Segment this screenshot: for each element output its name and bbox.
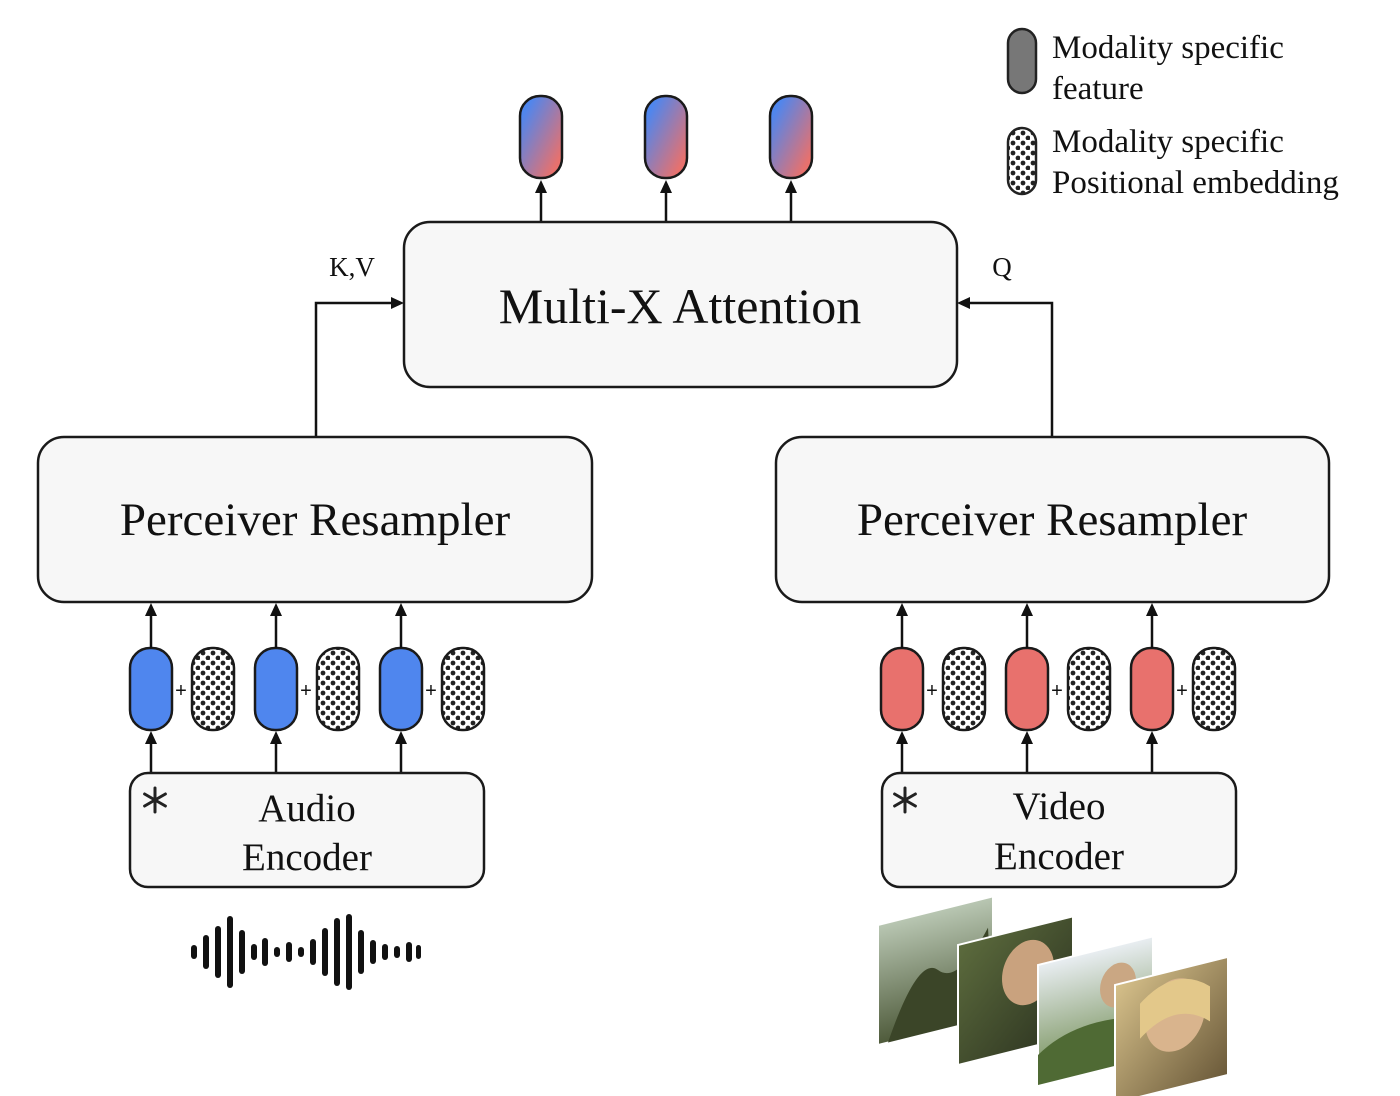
q-label: Q: [992, 252, 1012, 282]
audio-feature-token: [378, 646, 424, 732]
multi-x-attention-block: [402, 220, 959, 389]
video-encoder-label-1: Video: [1013, 785, 1106, 828]
output-token: [643, 94, 689, 180]
video-tokens: + + +: [879, 603, 1237, 773]
video-encoder-label-2: Encoder: [994, 835, 1124, 878]
legend-feature-label-2: feature: [1052, 71, 1144, 107]
audio-perceiver-resampler: [36, 435, 594, 604]
legend-feature-label-1: Modality specific: [1052, 30, 1284, 66]
audio-positional-token: [190, 646, 236, 732]
audio-tokens: + + +: [128, 603, 486, 773]
audio-positional-token: [440, 646, 486, 732]
audio-positional-token: [315, 646, 361, 732]
legend-pos-swatch: [1006, 126, 1038, 196]
audio-encoder-label-2: Encoder: [242, 836, 372, 879]
video-positional-token: [941, 646, 987, 732]
snowflake-icon: [143, 786, 167, 814]
video-feature-token: [879, 646, 925, 732]
output-token: [768, 94, 814, 180]
attention-title: Multi-X Attention: [499, 278, 862, 334]
audio-encoder: [128, 771, 486, 889]
video-encoder: [880, 771, 1238, 889]
audio-encoder-label-1: Audio: [258, 787, 356, 830]
audio-feature-token: [253, 646, 299, 732]
plus-sign: +: [1176, 680, 1188, 702]
plus-sign: +: [926, 680, 938, 702]
video-perceiver-resampler: [774, 435, 1331, 604]
audio-resampler-label: Perceiver Resampler: [120, 494, 511, 546]
output-tokens: [518, 94, 814, 222]
q-connector: Q: [957, 252, 1054, 437]
kv-label: K,V: [329, 252, 375, 282]
plus-sign: +: [175, 680, 187, 702]
kv-connector: K,V: [314, 252, 404, 437]
snowflake-icon: [893, 786, 917, 814]
legend-pos-label-2: Positional embedding: [1052, 165, 1339, 201]
plus-sign: +: [425, 680, 437, 702]
plus-sign: +: [300, 680, 312, 702]
legend: Modality specific feature Modality speci…: [1006, 27, 1339, 201]
audio-waveform-icon: [191, 914, 421, 990]
video-frames-image: [877, 895, 1229, 1096]
output-token: [518, 94, 564, 180]
video-positional-token: [1066, 646, 1112, 732]
audio-feature-token: [128, 646, 174, 732]
video-resampler-label: Perceiver Resampler: [857, 494, 1248, 546]
video-positional-token: [1191, 646, 1237, 732]
video-feature-token: [1004, 646, 1050, 732]
legend-pos-label-1: Modality specific: [1052, 124, 1284, 160]
plus-sign: +: [1051, 680, 1063, 702]
legend-feature-swatch: [1006, 27, 1038, 95]
video-feature-token: [1129, 646, 1175, 732]
